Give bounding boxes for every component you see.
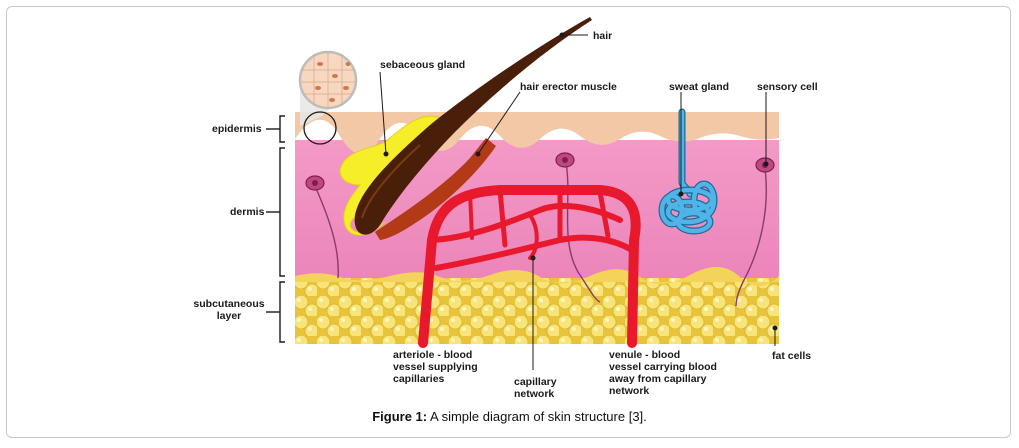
sensory-cell-left bbox=[305, 175, 339, 279]
label-fat-cells: fat cells bbox=[772, 350, 812, 362]
blood-vessel-network bbox=[418, 185, 641, 348]
label-hair: hair bbox=[593, 30, 613, 42]
label-dermis: dermis bbox=[230, 206, 265, 218]
label-arteriole: arteriole - blood vessel supplying capil… bbox=[393, 349, 478, 385]
caption-text: A simple diagram of skin structure [3]. bbox=[427, 409, 647, 424]
leader-lines bbox=[379, 32, 778, 370]
label-hair-erector-muscle: hair erector muscle bbox=[520, 81, 617, 93]
label-sebaceous-gland: sebaceous gland bbox=[380, 59, 466, 71]
caption-prefix: Figure 1: bbox=[372, 409, 428, 424]
sweat-gland-shape bbox=[658, 108, 718, 235]
epidermis-cell-magnifier bbox=[298, 50, 358, 145]
label-capillary-network: capillary network bbox=[514, 376, 557, 400]
label-sensory-cell: sensory cell bbox=[757, 81, 818, 93]
subcutaneous-layer bbox=[295, 272, 779, 344]
hair-shape bbox=[354, 17, 592, 235]
label-venule: venule - blood vessel carrying blood awa… bbox=[609, 349, 717, 397]
label-subcutaneous-layer: subcutaneous layer bbox=[193, 298, 265, 322]
hair-erector-muscle-shape bbox=[375, 138, 496, 240]
label-sweat-gland: sweat gland bbox=[669, 81, 730, 93]
layer-brackets bbox=[266, 115, 285, 343]
figure-caption: Figure 1: A simple diagram of skin struc… bbox=[0, 409, 1019, 424]
label-epidermis: epidermis bbox=[212, 123, 262, 135]
